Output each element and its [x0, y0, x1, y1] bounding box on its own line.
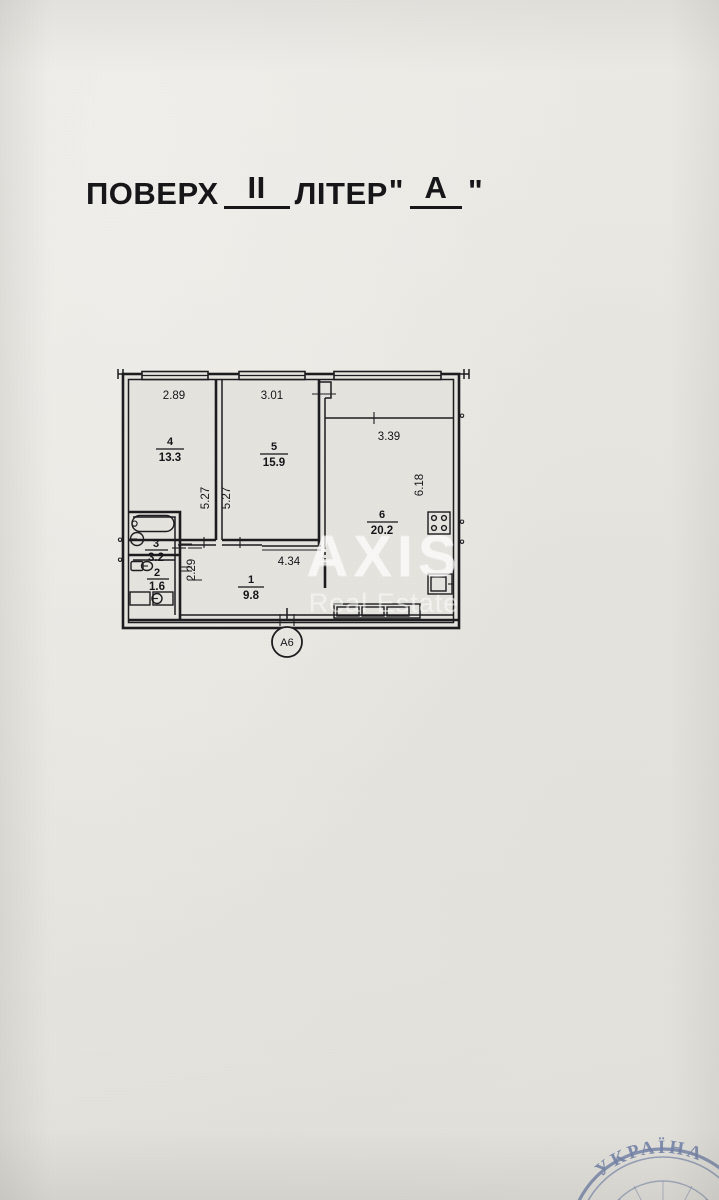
dim-3-01: 3.01 — [261, 390, 283, 402]
stamp-svg: УКРАЇНА ✱ ✱ — [577, 1137, 719, 1200]
title-quote-open: " — [388, 173, 404, 208]
room-6-area: 20.2 — [371, 525, 393, 537]
title-label-letter: ЛІТЕР — [294, 176, 388, 211]
title-quote-close: " — [468, 173, 484, 208]
title-letter-value: А — [410, 172, 462, 209]
window-room-5 — [238, 370, 306, 381]
room-4-area: 13.3 — [159, 452, 181, 464]
dim-4-34: 4.34 — [278, 556, 301, 568]
room-label-3: 3 3.2 — [145, 538, 168, 564]
room-1-number: 1 — [248, 574, 254, 586]
dim-3-39: 3.39 — [378, 431, 400, 443]
room-label-2: 2 1.6 — [147, 567, 169, 593]
room-3-area: 3.2 — [148, 552, 164, 564]
dim-2-29: 2.29 — [186, 559, 198, 581]
sink-fixture-bathroom — [129, 531, 145, 547]
stamp-country-text: УКРАЇНА — [591, 1137, 707, 1181]
window-room-6 — [333, 370, 442, 381]
room-3-number: 3 — [153, 538, 159, 550]
toilet-fixture — [130, 560, 154, 572]
room-5-area: 15.9 — [263, 457, 285, 469]
floor-plan-svg: .w { fill:none; stroke:#1d1d20; stroke-w… — [117, 369, 470, 658]
kitchen-sink-icon — [427, 573, 453, 595]
room-2-area: 1.6 — [149, 581, 165, 593]
official-stamp: УКРАЇНА ✱ ✱ — [548, 1128, 719, 1200]
dim-5-27-room5: 5.27 — [221, 487, 233, 509]
bathtub-fixture — [131, 514, 175, 533]
room-label-6: 6 20.2 — [367, 509, 398, 537]
title-floor-value: II — [223, 172, 290, 209]
stamp-country-label: УКРАЇНА — [591, 1137, 707, 1181]
entrance-marker-label: А6 — [280, 637, 293, 649]
kitchen-cabinets — [333, 603, 421, 619]
dim-2-89: 2.89 — [163, 390, 185, 402]
entrance-marker: А6 — [271, 626, 303, 658]
room-label-5: 5 15.9 — [260, 441, 288, 469]
dim-6-18: 6.18 — [414, 474, 426, 496]
room-4-number: 4 — [167, 436, 174, 448]
room-1-area: 9.8 — [243, 590, 260, 602]
title-label-floor: ПОВЕРХ — [86, 176, 219, 211]
dim-5-27-room4: 5.27 — [200, 487, 212, 509]
room-2-number: 2 — [154, 567, 160, 579]
bathroom-lower-fixtures — [129, 591, 174, 606]
window-room-4 — [141, 370, 209, 381]
room-5-number: 5 — [271, 441, 277, 453]
room-label-1: 1 9.8 — [238, 574, 264, 602]
room-6-number: 6 — [379, 509, 385, 521]
room-label-4: 4 13.3 — [156, 436, 184, 464]
floor-plan-drawing: .w { fill:none; stroke:#1d1d20; stroke-w… — [112, 352, 484, 682]
stove-icon — [427, 511, 451, 535]
page-title: ПОВЕРХ II ЛІТЕР " А " — [86, 172, 484, 209]
